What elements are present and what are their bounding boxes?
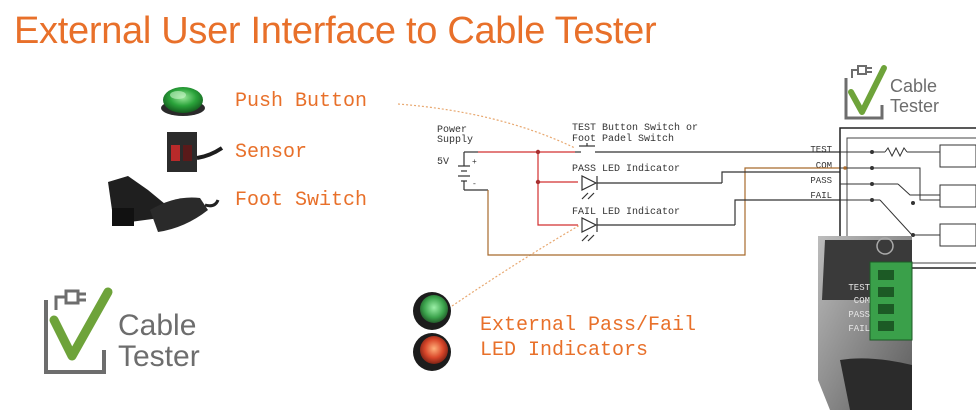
pin-pass-label: PASS (810, 176, 832, 186)
device-label-pass: PASS (848, 310, 870, 320)
power-supply-label-1: Power (437, 125, 467, 136)
junction-dots (535, 149, 541, 185)
led-indicators-label-line2: LED Indicators (480, 339, 649, 362)
foot-switch-image (108, 176, 220, 232)
logo-large-line2: Tester (118, 340, 200, 373)
pin-test-label: TEST (810, 145, 832, 155)
logo-large (44, 287, 113, 374)
sensor-label: Sensor (235, 141, 308, 164)
sensor-image (167, 132, 224, 172)
led-indicators-label-line1: External Pass/Fail (480, 314, 697, 337)
led-indicators-image (413, 292, 451, 371)
plus-label: + (472, 158, 477, 167)
schematic-wiring (458, 143, 840, 256)
power-supply-label-2: Supply (437, 134, 473, 146)
minus-label: - (472, 180, 477, 189)
push-button-label: Push Button (235, 90, 368, 113)
pass-led-label: PASS LED Indicator (572, 163, 680, 175)
cable-tester-device (818, 236, 913, 410)
push-button-leader (397, 103, 576, 149)
pin-fail-label: FAIL (810, 191, 832, 201)
logo-small (844, 65, 887, 120)
test-switch-label-1: TEST Button Switch or (572, 122, 698, 134)
fail-led-label: FAIL LED Indicator (572, 206, 680, 218)
test-switch-label-2: Foot Padel Switch (572, 133, 674, 145)
foot-switch-label: Foot Switch (235, 189, 368, 212)
logo-small-line1: Cable (890, 76, 937, 96)
device-label-com: COM (854, 296, 870, 306)
voltage-label: 5V (437, 157, 449, 168)
push-button-image (161, 87, 205, 116)
device-label-fail: FAIL (848, 324, 870, 334)
led-leader (451, 224, 581, 307)
logo-small-line2: Tester (890, 96, 939, 116)
page-title: External User Interface to Cable Tester (14, 10, 657, 52)
pin-com-label: COM (816, 161, 832, 171)
logo-large-line1: Cable (118, 309, 196, 342)
device-label-test: TEST (848, 283, 870, 293)
